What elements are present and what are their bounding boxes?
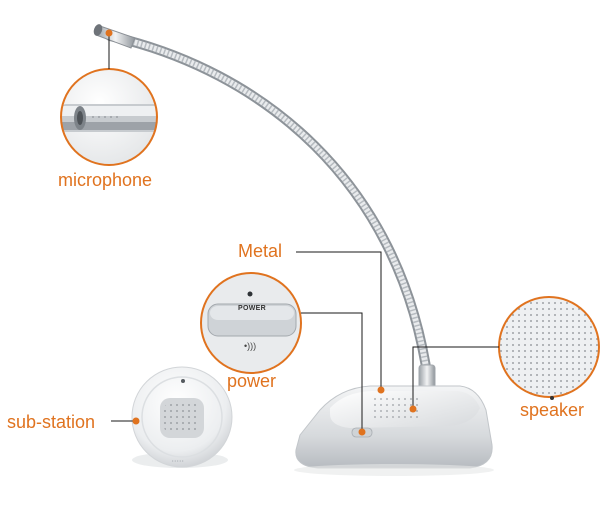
mic-head: [93, 24, 136, 49]
power-button-text: POWER: [238, 305, 266, 312]
power-marker-icon: [358, 428, 366, 436]
speaker-zoom-circle: [498, 296, 600, 400]
base-station: [294, 385, 494, 476]
substation-marker-icon: [132, 417, 140, 425]
label-speaker: speaker: [520, 400, 585, 420]
power-zoom-circle: [200, 272, 302, 374]
label-microphone: microphone: [58, 170, 153, 190]
svg-text:• • • • •: • • • • •: [172, 458, 184, 463]
leader-lines: [108, 33, 499, 432]
microphone-zoom-circle: [60, 68, 158, 166]
label-power: power: [227, 371, 277, 391]
marker-dots: [105, 29, 417, 436]
sub-station-device: • • • • •: [131, 366, 233, 468]
signal-glyph: •))): [244, 341, 257, 351]
label-metal: Metal: [238, 241, 283, 261]
metal-marker-icon: [377, 386, 385, 394]
gooseneck: [105, 31, 433, 385]
mic-marker-icon: [105, 29, 113, 37]
speaker-marker-icon: [409, 405, 417, 413]
label-sub-station: sub-station: [7, 412, 96, 432]
